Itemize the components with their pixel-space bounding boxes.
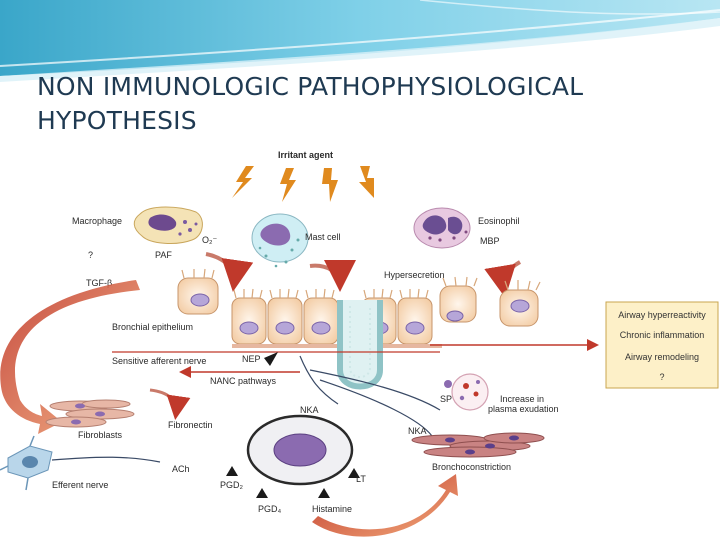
pgd2-label: PGD₂ bbox=[220, 480, 244, 490]
plasma-exudation-label: plasma exudation bbox=[488, 404, 559, 414]
slide-title: NON IMMUNOLOGIC PATHOPHYSIOLOGICAL HYPOT… bbox=[37, 70, 677, 138]
pgd4-label: PGD₄ bbox=[258, 504, 282, 514]
efferent-nerve-neuron bbox=[0, 435, 161, 491]
tgf-curved-arrow bbox=[0, 280, 140, 434]
outcome-box bbox=[605, 301, 719, 389]
macrophage-to-epithelium-arrow bbox=[205, 252, 254, 292]
histamine-label: Histamine bbox=[312, 504, 352, 514]
sp-label: SP bbox=[440, 394, 452, 404]
efferent-nerve-label: Efferent nerve bbox=[52, 480, 108, 490]
submucosal-gland bbox=[337, 300, 383, 390]
increase-in-label: Increase in bbox=[500, 394, 544, 404]
blood-vessel bbox=[444, 373, 489, 411]
paf-label: PAF bbox=[155, 250, 172, 260]
macrophage-label: Macrophage bbox=[72, 216, 122, 226]
fibroblasts-label: Fibroblasts bbox=[78, 430, 123, 440]
outcome-airway-remodeling: Airway remodeling bbox=[625, 352, 699, 362]
nep-triangle-icon bbox=[264, 352, 278, 366]
ach-label: ACh bbox=[172, 464, 190, 474]
question-label: ? bbox=[88, 250, 93, 260]
title-line-2: HYPOTHESIS bbox=[37, 106, 197, 135]
hypersecretion-label: Hypersecretion bbox=[384, 270, 445, 280]
eosinophil-to-epithelium-arrow bbox=[484, 260, 522, 298]
sensitive-afferent-nerve-label: Sensitive afferent nerve bbox=[112, 356, 206, 366]
bronchoconstriction-label: Bronchoconstriction bbox=[432, 462, 511, 472]
outcome-airway-hyperreactivity: Airway hyperreactivity bbox=[618, 310, 706, 320]
nka-label-2: NKA bbox=[408, 426, 427, 436]
bronchial-epithelium-label: Bronchial epithelium bbox=[112, 322, 193, 332]
o2-label: O₂⁻ bbox=[202, 235, 217, 245]
tgf-beta-label: TGF-β bbox=[86, 278, 112, 288]
nerve-branch bbox=[299, 355, 339, 405]
mast-cell bbox=[251, 213, 309, 268]
irritant-agent-label: Irritant agent bbox=[278, 150, 333, 160]
fibronectin-arrow bbox=[149, 388, 191, 420]
outcome-question: ? bbox=[659, 372, 664, 382]
bronchial-epithelium-cells bbox=[177, 268, 541, 348]
title-line-1: NON IMMUNOLOGIC PATHOPHYSIOLOGICAL bbox=[37, 72, 584, 101]
fibronectin-label: Fibronectin bbox=[168, 420, 213, 430]
outcome-chronic-inflammation: Chronic inflammation bbox=[620, 330, 705, 340]
nka-label-1: NKA bbox=[300, 405, 319, 415]
eosinophil-label: Eosinophil bbox=[478, 216, 520, 226]
eosinophil-cell bbox=[413, 207, 471, 249]
mastcell-to-epithelium-arrow bbox=[309, 259, 356, 292]
mast-cell-label: Mast cell bbox=[305, 232, 341, 242]
header-wave-decoration bbox=[0, 0, 720, 82]
lt-label: LT bbox=[356, 474, 366, 484]
macrophage-cell bbox=[133, 206, 203, 244]
lightning-bolt-icon bbox=[232, 166, 374, 202]
mast-cell-degranulation bbox=[226, 414, 360, 498]
nep-label: NEP bbox=[242, 354, 261, 364]
smooth-muscle-cells bbox=[411, 432, 545, 458]
fibroblasts-cells bbox=[45, 399, 135, 428]
nanc-pathways-label: NANC pathways bbox=[210, 376, 277, 386]
mbp-label: MBP bbox=[480, 236, 500, 246]
